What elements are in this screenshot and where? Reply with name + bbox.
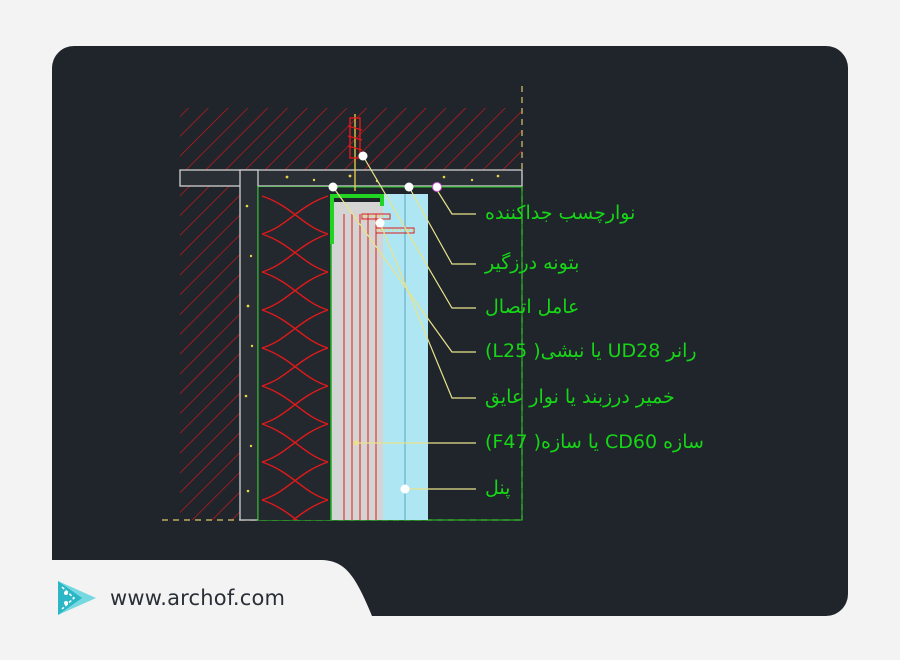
- brand-footer: www.archof.com: [52, 570, 285, 626]
- leader-ud28-rail: [332, 186, 476, 353]
- wall-plaster: [239, 169, 259, 521]
- callout-sealant-tape: خمیر درزبند یا نوار عایق: [485, 386, 675, 408]
- wall-hatch: [180, 170, 240, 520]
- drawing-panel: نوارچسب جداکننده بتونه درزگیر عامل اتصال…: [52, 46, 848, 616]
- callout-dot-stud: [353, 440, 359, 446]
- callout-panel: پنل: [485, 477, 511, 499]
- stud-lines: [343, 214, 377, 520]
- insulation: [259, 187, 330, 520]
- leader-separating-tape: [434, 186, 476, 215]
- callout-dots: [328, 151, 414, 494]
- ceiling-slab-hatch: [180, 108, 522, 170]
- speckle-dots: [244, 174, 500, 493]
- anchor-bolt: [347, 114, 363, 191]
- section-drawing: [162, 86, 523, 521]
- screws: [361, 213, 415, 234]
- callout-separating-tape: نوارچسب جداکننده: [485, 202, 636, 224]
- callout-connector: عامل اتصال: [485, 296, 580, 318]
- callout-cd60-stud: سازه CD60 یا سازه( F47): [485, 431, 704, 453]
- ceiling-plaster: [179, 169, 523, 187]
- leader-concrete-sealer: [408, 186, 476, 265]
- website-link[interactable]: www.archof.com: [110, 586, 286, 610]
- callout-dot-tape: [432, 182, 442, 192]
- callout-ud28-rail: رانر UD28 یا نبشی( L25): [485, 340, 697, 362]
- leader-lines: [332, 155, 476, 490]
- archof-logo-icon: [58, 581, 96, 615]
- stud-board: [331, 202, 383, 520]
- leader-sealant-tape: [379, 222, 476, 399]
- leader-connector: [362, 155, 476, 309]
- callout-concrete-sealer: بتونه درزگیر: [485, 252, 580, 274]
